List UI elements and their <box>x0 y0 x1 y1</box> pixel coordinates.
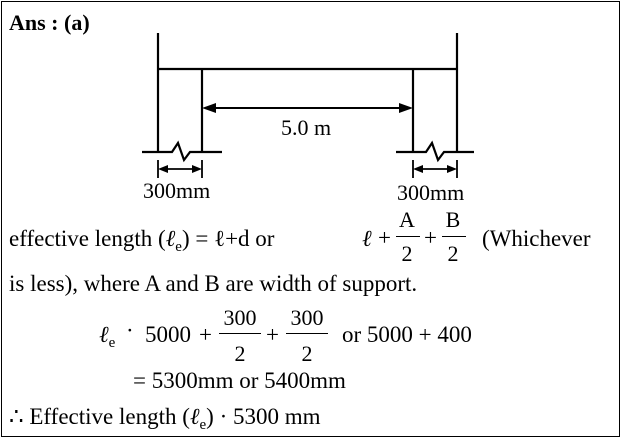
fraction-300-a-bar <box>219 333 261 335</box>
effective-length-equation-lhs: ℓe <box>99 322 116 351</box>
fraction-a-numerator: A <box>399 207 415 232</box>
support-width-text: is less), where A and B are width of sup… <box>9 271 418 296</box>
conclusion-text: ∴ Effective length (ℓe) · 5300 mm <box>9 404 321 433</box>
span-arrow-left-head <box>202 103 216 113</box>
right-support-base-break <box>396 140 474 163</box>
whichever-text: (Whichever <box>482 226 591 251</box>
span-arrow-right-head <box>399 103 413 113</box>
equation-plus-2: + <box>266 322 279 347</box>
equation-dot: · <box>126 318 134 343</box>
fraction-300-a-numerator: 300 <box>223 305 257 330</box>
equation-result: = 5300mm or 5400mm <box>133 368 346 393</box>
fraction-300-a-denominator: 2 <box>234 341 246 366</box>
plus-sign-1: + <box>378 225 391 250</box>
fraction-a-denominator: 2 <box>401 241 413 266</box>
ell-symbol: ℓ <box>362 226 372 251</box>
fraction-b-denominator: 2 <box>447 241 459 266</box>
fraction-b-numerator: B <box>445 207 461 232</box>
left-dim-head-right <box>192 165 202 173</box>
equation-plus-1: + <box>199 322 212 347</box>
fraction-a-bar <box>396 236 420 238</box>
right-dim-head-right <box>447 165 457 173</box>
effective-length-text: effective length (ℓe) = ℓ+d or <box>9 226 275 255</box>
fraction-300-b-numerator: 300 <box>290 305 324 330</box>
equation-alternative: or 5000 + 400 <box>342 322 472 347</box>
answer-label: Ans : (a) <box>9 10 90 35</box>
right-support-label: 300mm <box>397 180 465 205</box>
span-label: 5.0 m <box>281 115 332 140</box>
fraction-300-b-bar <box>286 333 328 335</box>
left-support-base-break <box>142 140 222 163</box>
fraction-300-b-denominator: 2 <box>301 341 313 366</box>
equation-5000: 5000 <box>145 322 191 347</box>
right-dim-head-left <box>413 165 423 173</box>
left-support-label: 300mm <box>143 178 211 203</box>
plus-sign-2: + <box>424 225 437 250</box>
left-dim-head-left <box>158 165 168 173</box>
fraction-b-bar <box>442 236 466 238</box>
